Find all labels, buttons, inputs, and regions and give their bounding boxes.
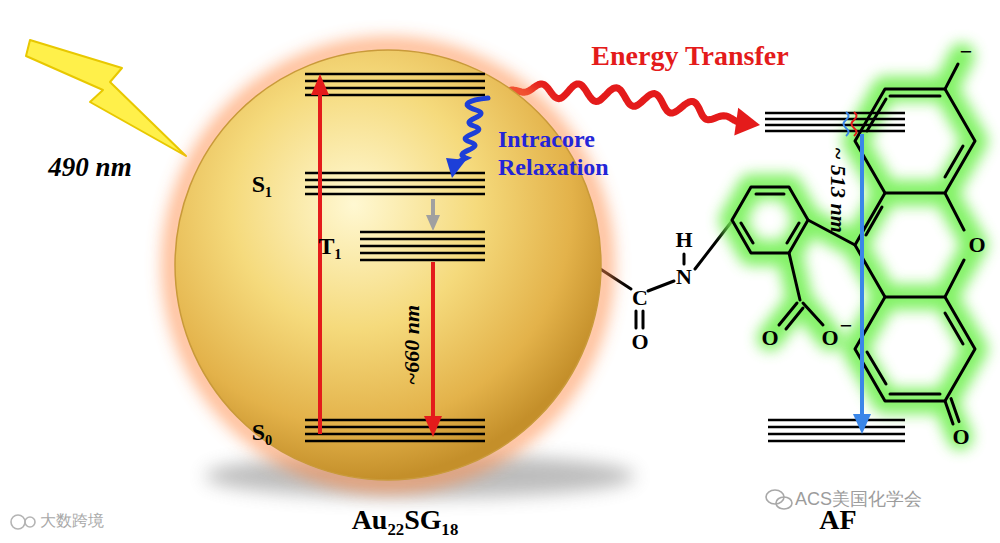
amide-linker <box>648 281 674 291</box>
fluorescein-structure <box>945 399 959 424</box>
af-energy-levels <box>768 420 905 441</box>
fluorophore-node: AF <box>760 100 995 540</box>
excitation-arrow <box>318 92 322 434</box>
fluorescein-glow <box>732 56 975 437</box>
cluster-energy-levels <box>305 74 485 441</box>
fluorescein-structure <box>855 193 885 297</box>
fluorescein-structure <box>732 187 808 253</box>
atom-label: O <box>952 425 969 449</box>
af-energy-levels <box>765 113 905 441</box>
watermark-logo <box>25 517 35 527</box>
amide-linker <box>683 254 686 264</box>
cluster-energy-levels <box>360 232 485 260</box>
wavelength-label: ~ 513 nm <box>826 147 850 233</box>
fluorescein-structure <box>867 96 963 177</box>
af-relaxation-squiggles <box>844 112 857 136</box>
wavelength-label: 490 nm <box>48 153 131 183</box>
watermark: ACS美国化学会 <box>795 490 922 510</box>
amide-linker <box>636 311 643 328</box>
atom-label: O <box>761 326 778 350</box>
atom-label: O <box>821 326 838 350</box>
af-emission-arrow <box>860 134 864 416</box>
cluster-energy-levels <box>305 74 485 95</box>
fluorescein-structure <box>945 64 958 89</box>
af-energy-levels <box>765 113 905 131</box>
atom-label: C <box>632 286 648 310</box>
gold-cluster-sphere <box>175 50 601 480</box>
watermark-icon <box>776 497 792 509</box>
intersystem-crossing-arrow <box>426 199 440 231</box>
fluorescein-structure <box>945 193 964 297</box>
emission-arrow <box>424 262 442 437</box>
fluorescein-structure <box>779 303 803 329</box>
fluorescein-structure <box>732 64 975 424</box>
state-label: S₁ <box>252 171 273 197</box>
fluorescein-glow <box>732 56 975 437</box>
fluorescein-structure <box>855 89 975 193</box>
intracore-relaxation-squiggle <box>458 98 488 162</box>
atom-label: H <box>675 228 692 252</box>
af-relaxation-squiggles <box>844 112 849 136</box>
watermark-logo <box>11 515 25 529</box>
watermark: 大数跨境 <box>40 512 104 530</box>
state-label: S₀ <box>252 419 273 445</box>
charge-label: − <box>960 40 973 64</box>
fluorophore-name: AF <box>819 505 856 536</box>
charge-label: − <box>840 314 853 338</box>
excitation-arrow <box>311 74 329 95</box>
emission-arrow <box>431 262 435 418</box>
edge-label: Energy Transfer <box>587 41 792 72</box>
cluster-energy-levels <box>305 420 485 441</box>
sphere-body <box>175 50 601 480</box>
intracore-relaxation-squiggle <box>446 158 466 178</box>
watermark-icon <box>766 490 792 509</box>
af-relaxation-squiggles <box>852 112 857 136</box>
process-label: Intracore Relaxation <box>498 126 658 181</box>
atom-label: O <box>968 233 985 257</box>
atom-label: O <box>631 330 648 354</box>
emission-arrow <box>424 416 442 437</box>
af-emission-arrow <box>853 134 871 434</box>
fluorescein-structure <box>867 313 963 394</box>
fluorescein-structure <box>803 303 823 325</box>
lightning-bolt <box>26 40 186 156</box>
intersystem-crossing-arrow <box>426 215 440 231</box>
af-emission-arrow <box>853 414 871 434</box>
arrow-head <box>734 108 760 136</box>
state-label: T₁ <box>318 233 341 259</box>
fluorescein-structure <box>855 297 975 401</box>
fluorescein-structure <box>789 253 800 300</box>
gold-cluster-node: Au₂₂SG₁₈ <box>175 50 601 480</box>
fluorescein-structure <box>866 207 882 235</box>
atom-label: N <box>676 265 692 289</box>
intracore-relaxation-squiggle <box>446 98 488 178</box>
sphere-halo <box>172 47 604 483</box>
cluster-energy-levels <box>305 173 485 194</box>
cluster-name: Au₂₂SG₁₈ <box>352 505 459 536</box>
fluorescein-structure <box>741 194 799 243</box>
wavelength-label: ~660 nm <box>400 305 424 385</box>
watermark-logo <box>11 515 35 529</box>
